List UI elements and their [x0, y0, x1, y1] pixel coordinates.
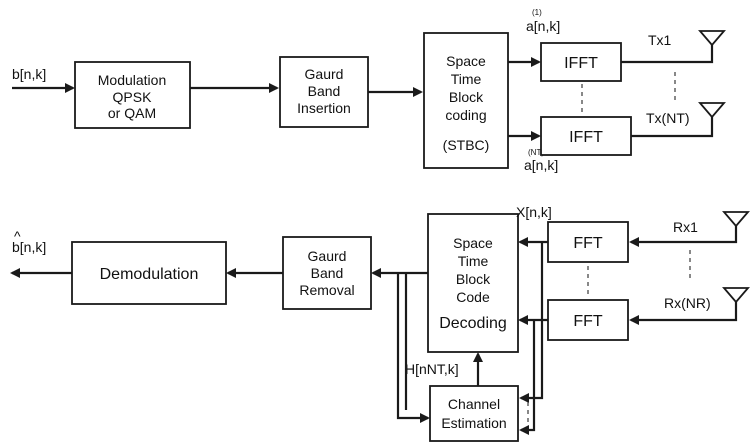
output-bits-label: b[n,k] — [12, 239, 46, 255]
transmitter-chain: b[n,k] Modulation QPSK or QAM Gaurd Band… — [12, 8, 726, 173]
fft-text-2: FFT — [573, 313, 603, 330]
a-bottom-label: a[n,k] — [524, 157, 558, 173]
fft-block-2 — [547, 299, 629, 341]
ifft-text-2: IFFT — [569, 129, 603, 146]
stbc-text-4: coding — [445, 107, 486, 123]
rxn-feed-arrow — [629, 302, 738, 325]
input-bits-label: b[n,k] — [12, 66, 46, 82]
a-top-label: a[n,k] — [526, 18, 560, 34]
output-hat: ^ — [14, 228, 21, 244]
guard-band-insertion-block — [279, 56, 369, 128]
fft-text-1: FFT — [573, 235, 603, 252]
demodulation-text: Demodulation — [100, 266, 199, 283]
txn-label: Tx(NT) — [646, 110, 690, 126]
stbc-text-1: Space — [446, 53, 486, 69]
stbc-text-5: (STBC) — [443, 137, 490, 153]
guard-remove-text-1: Gaurd — [308, 248, 347, 264]
fft2-to-channel-arrow — [519, 320, 536, 435]
modulation-block — [74, 61, 191, 129]
stbc-text-3: Block — [449, 89, 484, 105]
a-top-superscript: (1) — [532, 8, 542, 17]
h-channel-label: H[nNT,k] — [405, 361, 459, 377]
txn-antenna-icon — [698, 102, 726, 119]
guard-remove-text-3: Removal — [299, 282, 354, 298]
guard-insert-text-1: Gaurd — [305, 66, 344, 82]
stbd-text-1: Space — [453, 235, 493, 251]
tx1-feed-line — [621, 44, 714, 64]
channel-estimation-block — [429, 385, 519, 442]
ifft-text-1: IFFT — [564, 55, 598, 72]
rx1-label: Rx1 — [673, 219, 698, 235]
modulation-text-3: or QAM — [108, 105, 156, 121]
rx1-antenna-icon — [722, 211, 750, 228]
txn-feed-line — [631, 116, 714, 138]
tx1-label: Tx1 — [648, 32, 672, 48]
stbd-text-3: Block — [456, 271, 491, 287]
rxn-antenna-icon — [722, 287, 750, 304]
fft1-to-channel-arrow — [519, 242, 544, 403]
demodulation-block — [71, 241, 227, 305]
channel-text-2: Estimation — [441, 415, 506, 431]
stbd-text-2: Time — [458, 253, 489, 269]
guard-insert-text-3: Insertion — [297, 100, 351, 116]
rx1-feed-arrow — [629, 226, 738, 247]
a-bottom-superscript: (NT) — [528, 148, 544, 157]
stbd-text-5: Decoding — [439, 315, 507, 332]
modulation-text-2: QPSK — [113, 89, 153, 105]
stbc-text-2: Time — [451, 71, 482, 87]
guard-insert-text-2: Band — [308, 83, 341, 99]
guard-remove-text-2: Band — [311, 265, 344, 281]
receiver-chain: ^ b[n,k] Demodulation Gaurd Band Removal… — [10, 204, 750, 442]
guard-band-removal-block — [282, 236, 372, 310]
channel-text-1: Channel — [448, 396, 500, 412]
modulation-text-1: Modulation — [98, 72, 167, 88]
decoder-to-channel-left-arrow — [396, 273, 430, 423]
stbc-block — [423, 32, 509, 169]
tx1-antenna-icon — [698, 30, 726, 47]
rxn-label: Rx(NR) — [664, 295, 711, 311]
stbd-text-4: Code — [456, 289, 490, 305]
fft-block-1 — [547, 221, 629, 263]
x-signal-label: X[n,k] — [516, 204, 552, 220]
